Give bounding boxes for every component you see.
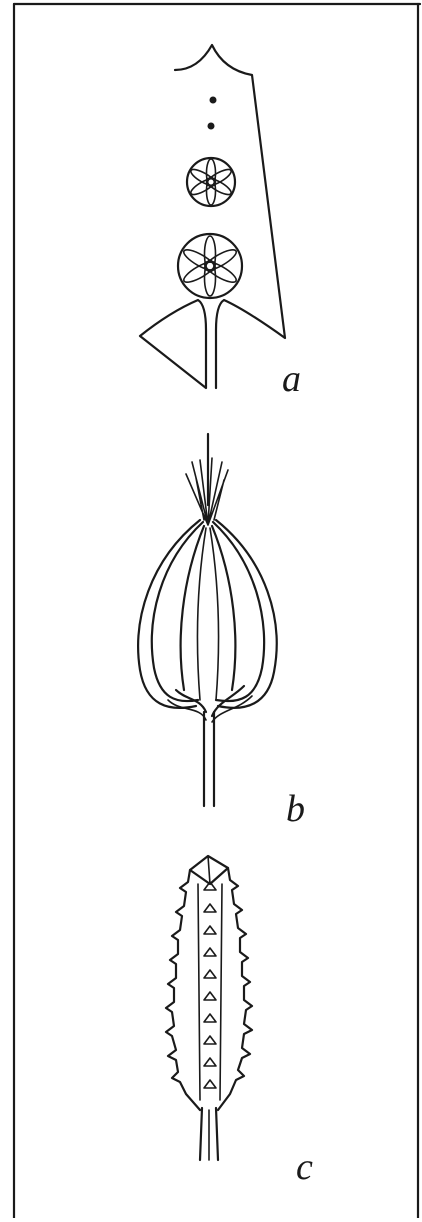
pendant-b: [138, 434, 276, 806]
figure-border: [14, 4, 420, 1218]
pendant-a: [140, 45, 285, 388]
pendant-c: [166, 856, 252, 1160]
rosette-upper: [187, 158, 235, 206]
rosette-lower: [178, 234, 242, 298]
dot-upper: [210, 97, 217, 104]
label-c: c: [296, 1148, 313, 1186]
dot-lower: [208, 123, 215, 130]
label-b: b: [286, 790, 305, 828]
label-a: a: [282, 360, 301, 398]
